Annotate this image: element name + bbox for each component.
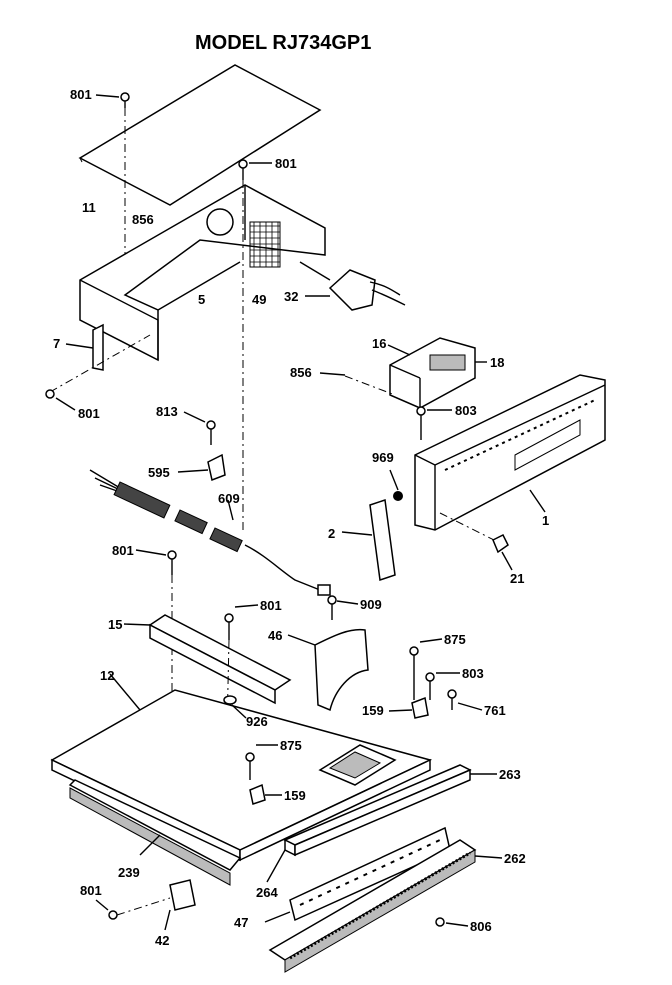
label-21: 21 <box>510 571 524 586</box>
label-12: 12 <box>100 668 114 683</box>
label-801: 801 <box>260 598 282 613</box>
label-875: 875 <box>280 738 302 753</box>
air-duct-part <box>314 628 369 712</box>
label-801: 801 <box>112 543 134 558</box>
label-909: 909 <box>360 597 382 612</box>
screw-icon <box>425 672 435 700</box>
kick-plate-part <box>268 839 477 973</box>
label-262: 262 <box>504 851 526 866</box>
bracket-part <box>92 323 104 371</box>
screw-icon <box>224 613 234 640</box>
upper-housing-part <box>79 184 326 362</box>
label-803: 803 <box>462 666 484 681</box>
side-cover-part <box>369 499 396 581</box>
top-cover-part <box>78 64 322 206</box>
label-926: 926 <box>246 714 268 729</box>
label-32: 32 <box>284 289 298 304</box>
label-856: 856 <box>132 212 154 227</box>
screw-icon <box>238 159 248 180</box>
label-15: 15 <box>108 617 122 632</box>
label-803: 803 <box>455 403 477 418</box>
screw-icon <box>327 595 337 620</box>
screw-icon <box>435 917 445 927</box>
label-609: 609 <box>218 491 240 506</box>
label-159: 159 <box>284 788 306 803</box>
terminal-block-part <box>299 261 406 311</box>
label-801: 801 <box>70 87 92 102</box>
screw-icon <box>167 550 177 575</box>
label-1: 1 <box>542 513 549 528</box>
label-46: 46 <box>268 628 282 643</box>
clip-part <box>411 696 429 719</box>
screw-icon <box>45 389 55 399</box>
label-595: 595 <box>148 465 170 480</box>
label-239: 239 <box>118 865 140 880</box>
grommet-part <box>393 491 403 501</box>
back-panel-part <box>414 374 606 531</box>
label-11: 11 <box>82 200 96 215</box>
label-801: 801 <box>80 883 102 898</box>
label-813: 813 <box>156 404 178 419</box>
label-264: 264 <box>256 885 278 900</box>
label-801: 801 <box>78 406 100 421</box>
label-761: 761 <box>484 703 506 718</box>
screw-icon <box>416 406 426 440</box>
label-159: 159 <box>362 703 384 718</box>
label-7: 7 <box>53 336 60 351</box>
label-5: 5 <box>198 292 205 307</box>
label-801: 801 <box>275 156 297 171</box>
label-16: 16 <box>372 336 386 351</box>
label-806: 806 <box>470 919 492 934</box>
screw-icon <box>206 420 216 445</box>
front-trim-part <box>283 764 472 857</box>
label-856: 856 <box>290 365 312 380</box>
screw-icon <box>447 689 457 710</box>
bracket-part <box>207 453 226 482</box>
igniter-assembly-part <box>318 744 397 786</box>
label-2: 2 <box>328 526 335 541</box>
screw-icon <box>120 92 130 108</box>
screw-icon <box>245 752 255 780</box>
label-875: 875 <box>444 632 466 647</box>
screw-icon <box>108 910 118 920</box>
model-title: MODEL RJ734GP1 <box>195 32 371 54</box>
label-969: 969 <box>372 450 394 465</box>
label-263: 263 <box>499 767 521 782</box>
heating-element-part <box>89 469 331 596</box>
support-bracket-part <box>148 614 292 705</box>
label-18: 18 <box>490 355 504 370</box>
clip-part <box>492 533 509 554</box>
label-47: 47 <box>234 915 248 930</box>
base-pan-part <box>50 689 433 886</box>
control-unit-part <box>389 337 476 409</box>
screw-icon <box>409 646 419 700</box>
label-42: 42 <box>155 933 169 948</box>
clip-part <box>249 783 266 805</box>
spacer-part <box>223 695 237 705</box>
label-49: 49 <box>252 292 266 307</box>
bracket-part <box>169 879 196 911</box>
